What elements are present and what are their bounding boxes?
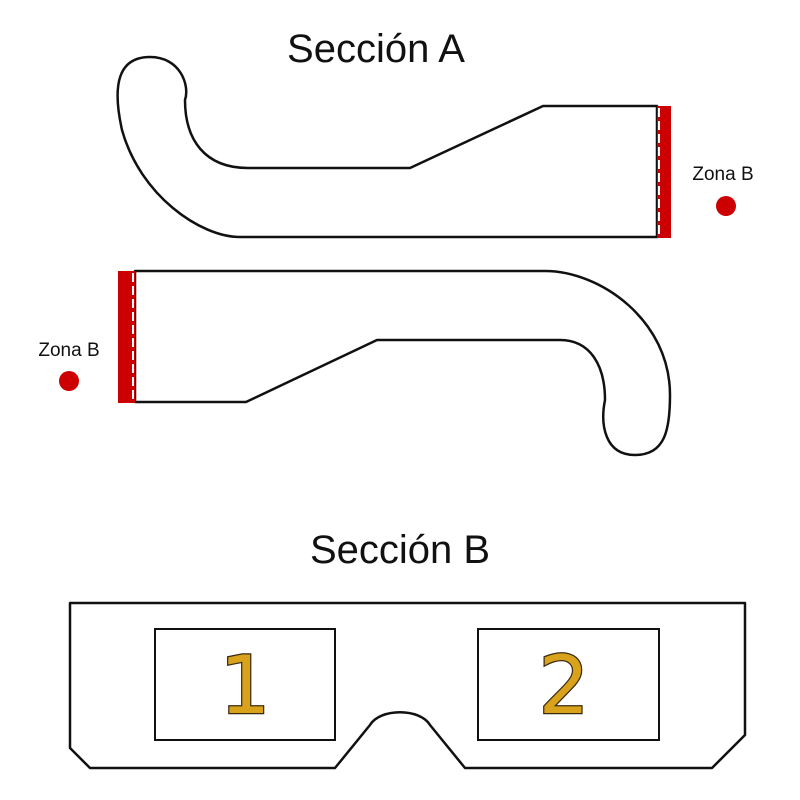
zone-b-strip-bottom bbox=[118, 271, 135, 403]
temple-arm-top bbox=[116, 55, 671, 239]
zone-b-strip-top bbox=[657, 106, 671, 238]
lens-right-number: 2 bbox=[539, 639, 590, 732]
zone-b-marker-top bbox=[716, 196, 736, 216]
zone-b-marker-bottom bbox=[59, 371, 79, 391]
zone-b-label-bottom: Zona B bbox=[38, 340, 99, 361]
temple-arm-top-outline bbox=[116, 55, 659, 239]
section-b-title: Sección B bbox=[310, 528, 490, 572]
lens-left bbox=[154, 628, 336, 741]
temple-arm-bottom bbox=[118, 269, 672, 457]
glasses-frame: 1 2 bbox=[68, 601, 747, 770]
zone-b-label-top: Zona B bbox=[692, 164, 753, 185]
lens-right bbox=[477, 628, 660, 741]
section-a-title: Sección A bbox=[287, 27, 465, 71]
lens-left-number: 1 bbox=[220, 639, 271, 732]
temple-arm-bottom-outline bbox=[133, 269, 672, 457]
